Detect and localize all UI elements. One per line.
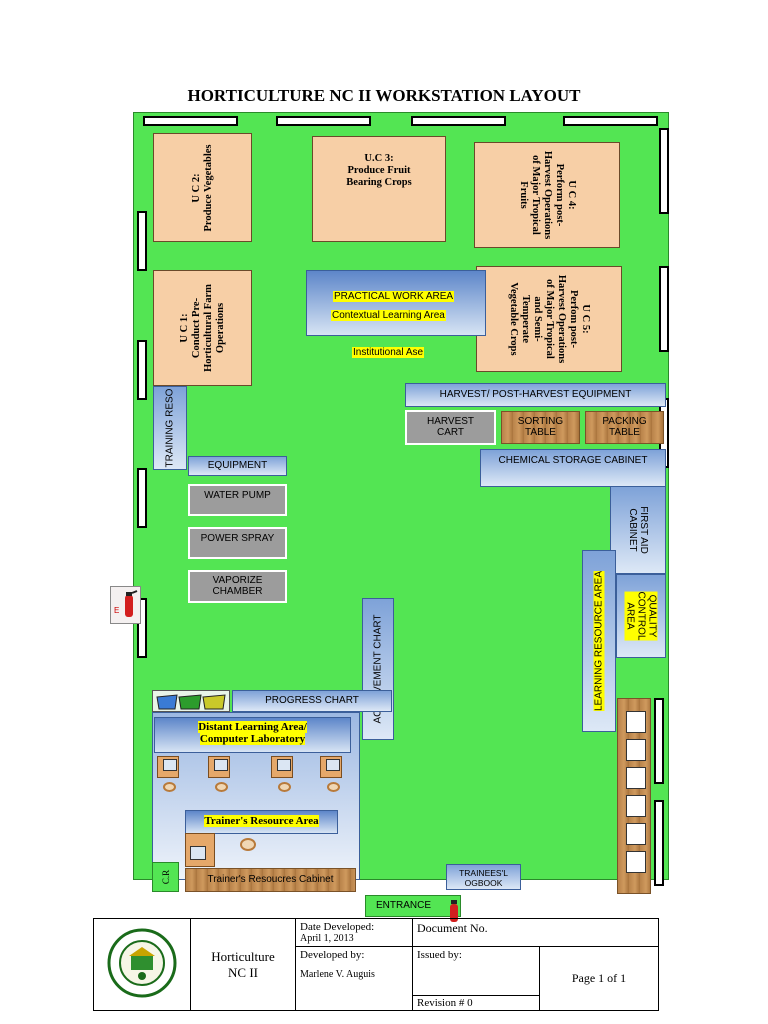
window (654, 698, 664, 784)
contextual-learning-label: Contextual Learning Area (331, 310, 446, 321)
course-line1: Horticulture (211, 948, 275, 964)
shelf-slot (626, 711, 646, 733)
document-no: Document No. (417, 921, 488, 935)
resource-shelf (617, 698, 651, 894)
uc1-area: U C 1: Conduct Pre- Horticultural Farm O… (153, 270, 252, 386)
trainers-resource-label: Trainer's Resource Area (185, 815, 338, 827)
first-aid-label: FIRST AID CABINET (627, 506, 649, 554)
water-pump: WATER PUMP (188, 484, 287, 516)
computer-icon (271, 756, 293, 778)
window (137, 598, 147, 658)
uc5-label: U C 5: Perfom post- Harvest Operations o… (508, 274, 591, 364)
chair-icon (215, 782, 228, 792)
sorting-table: SORTING TABLE (501, 411, 580, 444)
distant-learning-text: Distant Learning Area/ Computer Laborato… (198, 721, 307, 745)
shelf-slot (626, 795, 646, 817)
window (143, 116, 238, 126)
shelf-slot (626, 767, 646, 789)
harvest-cart: HARVEST CART (405, 410, 496, 445)
page-number: Page 1 of 1 (539, 946, 659, 1011)
fire-extinguisher-icon: E (114, 590, 138, 617)
window (276, 116, 371, 126)
uc1-label: U C 1: Conduct Pre- Horticultural Farm O… (178, 284, 226, 372)
chair-icon (163, 782, 176, 792)
date-value: April 1, 2013 (300, 933, 354, 944)
shelf-slot (626, 851, 646, 873)
chair-icon (240, 838, 256, 851)
svg-text:E: E (114, 606, 119, 615)
chair-icon (278, 782, 291, 792)
packing-table: PACKING TABLE (585, 411, 664, 444)
developed-cell: Developed by: Marlene V. Auguis (295, 946, 413, 1011)
fire-extinguisher-icon: E (110, 586, 141, 624)
chair-icon (327, 782, 340, 792)
practical-work-area (306, 270, 486, 336)
power-spray: POWER SPRAY (188, 527, 287, 559)
window (137, 340, 147, 400)
harvest-equipment-header: HARVEST/ POST-HARVEST EQUIPMENT (405, 383, 666, 407)
achievement-chart: ACHIEVEMENT CHART (362, 598, 394, 740)
document-footer: Horticulture NC II Date Developed: April… (93, 918, 659, 1011)
learning-resource-label: LEARNING RESOURCE AREA (593, 570, 605, 712)
trainers-resource-text: Trainer's Resource Area (204, 815, 319, 827)
trainers-resources-cabinet: Trainer's Resoucres Cabinet (185, 868, 356, 892)
window (659, 128, 669, 214)
course-cell: Horticulture NC II (190, 918, 296, 1011)
comfort-room: C.R (152, 862, 179, 892)
uc2-area: U C 2: Produce Vegetables (153, 133, 252, 242)
revision: Revision # 0 (417, 997, 473, 1009)
developed-label: Developed by: (300, 949, 365, 961)
institutional-label: Institutional Ase (352, 347, 425, 358)
waste-bins-icon (152, 690, 230, 712)
fire-extinguisher-icon (450, 900, 458, 922)
vaporize-chamber: VAPORIZE CHAMBER (188, 570, 287, 603)
waste-bins-icon (156, 694, 226, 710)
issued-cell: Issued by: Revision # 0 (412, 946, 540, 1011)
uc4-label: U C 4: Perform post- Harvest Operations … (518, 150, 577, 240)
window (659, 266, 669, 352)
trainees-logbook: TRAINEES'L OGBOOK (446, 864, 521, 890)
date-label: Date Developed: (300, 921, 375, 933)
window (563, 116, 658, 126)
shelf-slot (626, 739, 646, 761)
date-cell: Date Developed: April 1, 2013 (295, 918, 413, 947)
progress-chart: PROGRESS CHART (232, 690, 392, 712)
uc4-area: U C 4: Perform post- Harvest Operations … (474, 142, 620, 248)
entrance[interactable]: ENTRANCE (365, 895, 461, 917)
quality-control-label: QUALITY CONTROL AREA (624, 591, 658, 641)
window (654, 800, 664, 886)
cr-label: C.R (160, 869, 171, 885)
developer-name: Marlene V. Auguis (300, 969, 375, 980)
computer-icon (208, 756, 230, 778)
computer-icon (157, 756, 179, 778)
course-line2: NC II (228, 964, 258, 980)
first-aid-cabinet: FIRST AID CABINET (610, 486, 666, 574)
monitor-icon (190, 846, 206, 860)
window (137, 211, 147, 271)
distant-learning-label: Distant Learning Area/ Computer Laborato… (154, 721, 351, 745)
logo-cell (93, 918, 191, 1011)
window (411, 116, 506, 126)
computer-icon (320, 756, 342, 778)
trainer-desk (185, 833, 215, 867)
equipment-label: EQUIPMENT (188, 456, 287, 476)
training-resource-label: TRAINING RESO (164, 388, 176, 468)
uc5-area: U C 5: Perfom post- Harvest Operations o… (476, 266, 622, 372)
learning-resource-area: LEARNING RESOURCE AREA (582, 550, 616, 732)
page-title: HORTICULTURE NC II WORKSTATION LAYOUT (187, 86, 581, 105)
school-seal-icon (107, 928, 177, 998)
training-resource-area: TRAINING RESO (153, 386, 187, 470)
shelf-slot (626, 823, 646, 845)
practical-work-area-label: PRACTICAL WORK AREA (333, 291, 455, 302)
window (137, 468, 147, 528)
uc2-label: U C 2: Produce Vegetables (190, 143, 214, 232)
uc3-area: U.C 3: Produce Fruit Bearing Crops (312, 136, 446, 242)
fire-extinguisher-icon (447, 898, 461, 924)
document-no-cell: Document No. (412, 918, 659, 947)
chemical-storage-cabinet: CHEMICAL STORAGE CABINET (480, 449, 666, 487)
entrance-label: ENTRANCE (376, 900, 432, 911)
issued-by: Issued by: (413, 947, 539, 996)
quality-control-area: QUALITY CONTROL AREA (616, 574, 666, 658)
